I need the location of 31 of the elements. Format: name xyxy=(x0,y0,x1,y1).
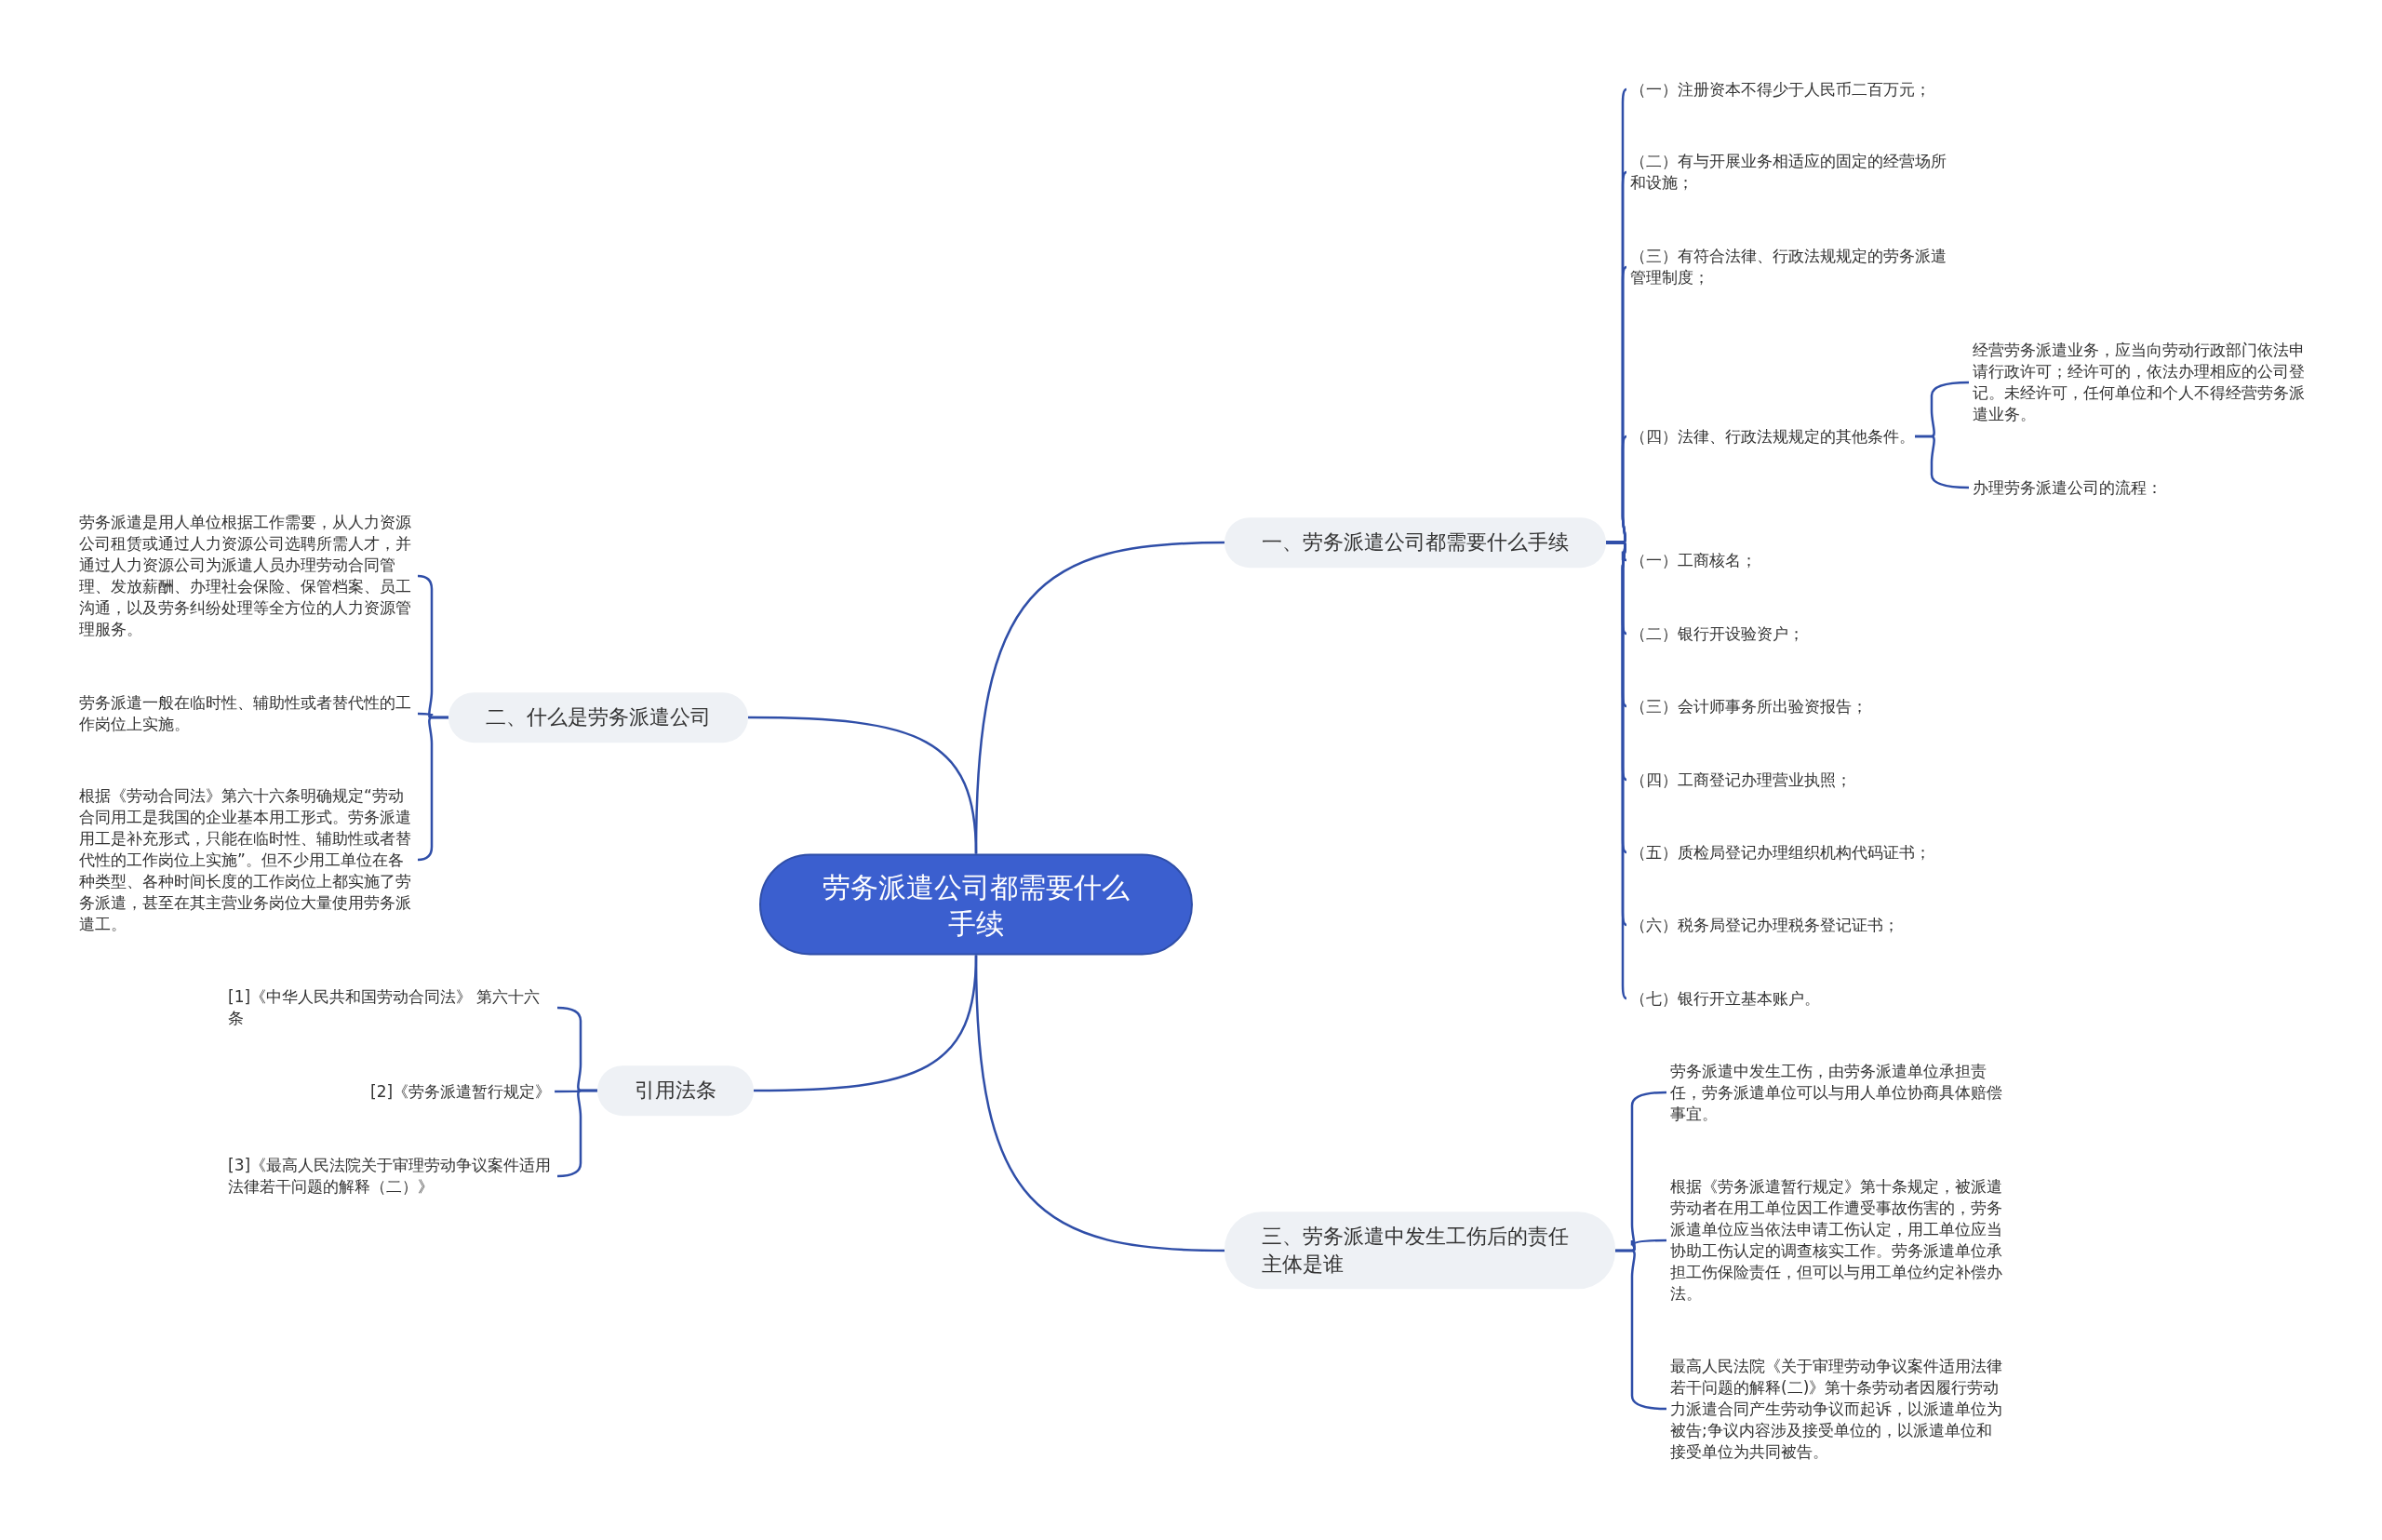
connector-line xyxy=(1615,1249,1667,1411)
topic-text: （二）银行开设验资户； xyxy=(1630,623,2002,645)
topic-text: （一）注册资本不得少于人民币二百万元； xyxy=(1630,78,2002,100)
topic-text: （四）法律、行政法规规定的其他条件。 xyxy=(1630,425,1915,448)
topic-text: 根据《劳动合同法》第六十六条明确规定“劳动合同用工是我国的企业基本用工形式。劳务派遣用工是补充形式，只能在临时性、辅助性或者替代性的工作岗位上实施”。但不少用工单位在各种类型、各种时间长度的工作岗位上都实施了劳务派遣，甚至在其主营业务岗位大量使用劳务派遣工。 xyxy=(79,784,414,935)
branch-topic: 引用法条 xyxy=(597,1065,754,1116)
connector-line xyxy=(1915,435,1969,489)
branch-topic: 三、劳务派遣中发生工伤后的责任主体是谁 xyxy=(1224,1212,1615,1290)
topic-text: （七）银行开立基本账户。 xyxy=(1630,987,2002,1010)
topic-text: [1]《中华人民共和国劳动合同法》 第六十六条 xyxy=(228,986,554,1029)
topic-text: 办理劳务派遣公司的流程： xyxy=(1973,476,2345,499)
topic-text: 最高人民法院《关于审理劳动争议案件适用法律若干问题的解释(二)》第十条劳动者因履行劳动力派遣合同产生劳动争议而起诉，以派遣单位为被告;争议内容涉及接受单位的，以派遣单位和接受单位为共同被告。 xyxy=(1670,1355,2007,1463)
topic-text: （六）税务局登记办理税务登记证书； xyxy=(1630,914,2021,936)
central-topic: 劳务派遣公司都需要什么手续 xyxy=(759,853,1193,956)
topic-text: 劳务派遣是用人单位根据工作需要，从人力资源公司租赁或通过人力资源公司选聘所需人才，并通过人力资源公司为派遣人员办理劳动合同管理、发放薪酬、办理社会保险、保管档案、员工沟通，以及劳务纠纷处理等全方位的人力资源管理服务。 xyxy=(79,512,414,640)
topic-text: [3]《最高人民法院关于审理劳动争议案件适用法律若干问题的解释（二）》 xyxy=(228,1155,554,1198)
topic-text: 劳务派遣中发生工伤，由劳务派遣单位承担责任，劳务派遣单位可以与用人单位协商具体赔偿事宜。 xyxy=(1670,1060,2007,1125)
topic-text: （三）会计师事务所出验资报告； xyxy=(1630,695,2002,717)
branch-topic: 二、什么是劳务派遣公司 xyxy=(448,692,748,743)
topic-text: （五）质检局登记办理组织机构代码证书； xyxy=(1630,841,2021,864)
branch-topic: 一、劳务派遣公司都需要什么手续 xyxy=(1224,517,1606,568)
topic-text: （四）工商登记办理营业执照； xyxy=(1630,769,2002,791)
topic-text: （二）有与开展业务相适应的固定的经营场所和设施； xyxy=(1630,151,1956,194)
topic-text: [2]《劳务派遣暂行规定》 xyxy=(370,1080,552,1103)
topic-text: （一）工商核名； xyxy=(1630,549,2002,571)
connector-line xyxy=(754,955,978,1092)
topic-text: 经营劳务派遣业务，应当向劳动行政部门依法申请行政许可；经许可的，依法办理相应的公司登记。未经许可，任何单位和个人不得经营劳务派遣业务。 xyxy=(1973,340,2312,425)
connector-line xyxy=(748,716,978,854)
topic-text: 劳务派遣一般在临时性、辅助性或者替代性的工作岗位上实施。 xyxy=(79,692,414,735)
topic-text: 根据《劳务派遣暂行规定》第十条规定，被派遣劳动者在用工单位因工作遭受事故伤害的，劳务派遣单位应当依法申请工伤认定，用工单位应当协助工伤认定的调查核实工作。劳务派遣单位承担工伤保险责任，但可以与用工单位约定补偿办法。 xyxy=(1670,1176,2007,1305)
topic-text: （三）有符合法律、行政法规规定的劳务派遣管理制度； xyxy=(1630,246,1956,288)
